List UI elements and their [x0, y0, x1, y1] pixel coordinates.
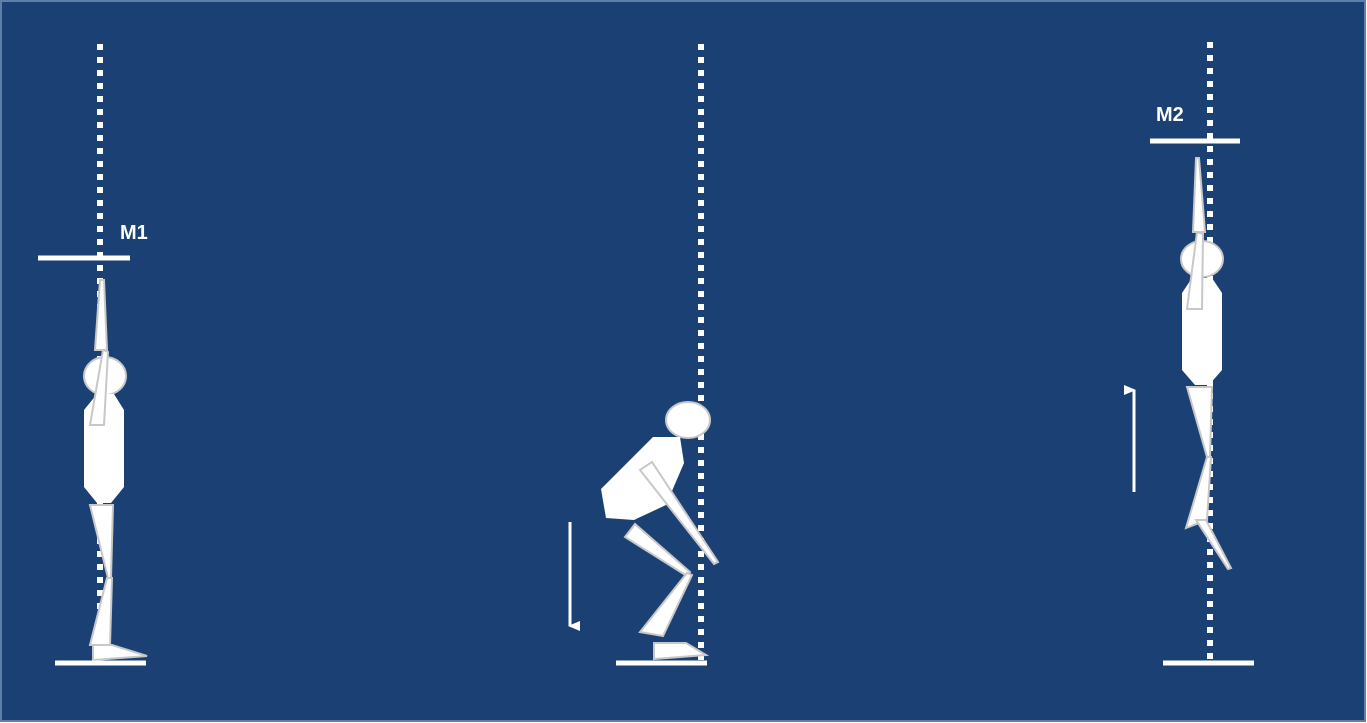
m1-label: M1 [120, 222, 148, 244]
head [666, 402, 710, 438]
m2-label: M2 [1156, 104, 1184, 126]
